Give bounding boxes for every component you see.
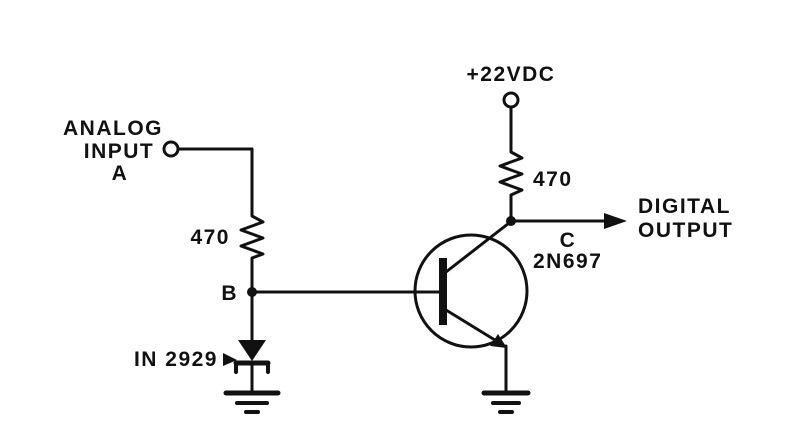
analog-input-label-line2: INPUT — [84, 140, 155, 163]
base-node-label: B — [221, 282, 238, 305]
diode-part-label: IN 2929 — [134, 348, 218, 371]
digital-output-label-line1: DIGITAL — [638, 195, 731, 218]
input-resistor-symbol — [239, 210, 265, 264]
diode-ground-symbol — [223, 390, 281, 414]
diode-label-pointer-icon — [223, 353, 237, 366]
collector-lead — [444, 221, 511, 274]
emitter-lead — [444, 308, 505, 347]
output-arrow-icon — [604, 213, 627, 229]
base-node-dot — [247, 287, 257, 297]
analog-input-label-line1: ANALOG — [63, 117, 163, 140]
input-resistor-label: 470 — [190, 226, 230, 249]
digital-output-label-line2: OUTPUT — [638, 219, 733, 242]
collector-resistor-label: 470 — [533, 168, 573, 191]
collector-resistor-symbol — [498, 146, 524, 200]
diode-symbol — [238, 340, 266, 361]
analog-input-terminal — [162, 140, 180, 158]
supply-terminal — [502, 91, 520, 109]
transistor-part-label: 2N697 — [533, 250, 602, 273]
emitter-arrow-icon — [490, 334, 507, 348]
emitter-ground-symbol — [481, 390, 531, 414]
collector-node-label: C — [560, 229, 577, 252]
supply-voltage-label: +22VDC — [467, 63, 556, 86]
analog-terminal-label: A — [112, 162, 129, 185]
